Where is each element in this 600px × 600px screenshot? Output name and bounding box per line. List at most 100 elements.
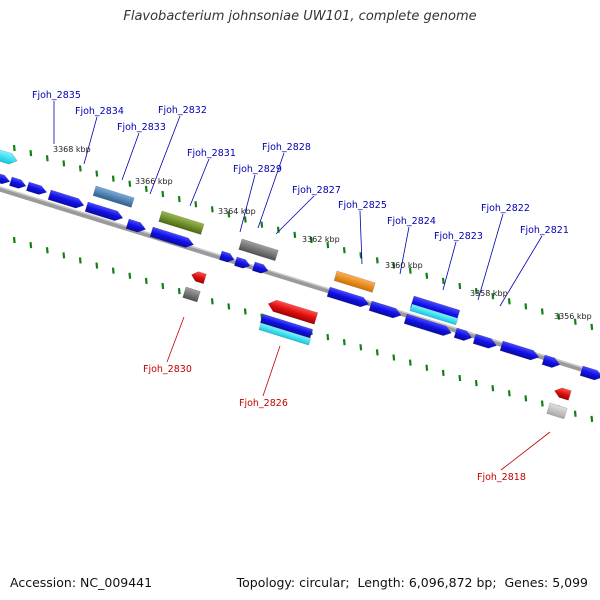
leader-line — [121, 132, 140, 181]
map-title: Flavobacterium johnsoniae UW101, complet… — [123, 9, 477, 24]
upper-scale-tick — [573, 318, 577, 325]
gene-label-forward: Fjoh_2831 — [187, 148, 236, 159]
upper-scale-tick — [540, 308, 544, 315]
lower-scale-tick — [111, 267, 115, 274]
accession-value: NC_009441 — [80, 575, 153, 590]
lower-scale-tick — [441, 369, 445, 376]
reverse-gene-blue — [260, 313, 313, 339]
gene-cyan — [0, 147, 18, 165]
gene-steelblue — [92, 185, 135, 208]
lower-scale-tick — [95, 262, 99, 269]
upper-scale-tick — [326, 241, 330, 249]
upper-scale-tick — [210, 206, 214, 213]
scale-label: 3362 kbp — [302, 235, 340, 244]
gene-label-forward: Fjoh_2835 — [32, 90, 81, 101]
upper-scale-tick — [177, 195, 181, 203]
lower-scale-tick — [392, 354, 396, 361]
lower-scale-tick — [342, 339, 346, 346]
forward-gene-arrow — [499, 340, 540, 361]
topology-value: circular — [299, 575, 346, 590]
gene-label-reverse: Fjoh_2818 — [477, 472, 526, 483]
gene-label-reverse: Fjoh_2826 — [239, 398, 288, 409]
upper-scale-tick — [293, 231, 297, 238]
gene-label-forward: Fjoh_2821 — [520, 225, 569, 236]
accession-footer: Accession: NC_009441 — [10, 575, 152, 590]
gene-label-forward: Fjoh_2834 — [75, 106, 124, 117]
upper-scale-tick — [590, 323, 594, 330]
upper-scale-tick — [78, 165, 82, 172]
upper-scale-tick — [243, 216, 247, 223]
forward-gene-arrow — [26, 181, 48, 195]
lower-scale-tick — [227, 303, 231, 310]
scale-label: 3364 kbp — [218, 207, 256, 216]
upper-scale-tick — [425, 272, 429, 279]
lower-scale-tick — [590, 415, 594, 422]
leader-line — [359, 210, 363, 265]
forward-gene-arrow — [326, 286, 370, 308]
leader-line — [499, 235, 543, 307]
leader-line — [477, 213, 504, 301]
leader-line — [262, 345, 281, 397]
upper-scale-tick — [557, 313, 561, 320]
gene-cyan-band — [409, 303, 459, 326]
forward-gene-arrow — [579, 365, 600, 381]
forward-gene-arrow — [47, 189, 85, 209]
upper-scale-tick — [359, 252, 363, 259]
upper-scale-tick — [161, 190, 165, 198]
label-leader-lines — [53, 101, 551, 471]
forward-gene-arrow — [125, 218, 147, 233]
upper-scale-tick — [144, 185, 148, 192]
lower-scale-tick — [210, 298, 214, 305]
leader-line — [257, 152, 285, 229]
gene-label-forward: Fjoh_2824 — [387, 216, 436, 227]
scale-label: 3358 kbp — [470, 289, 508, 298]
upper-scale-tick — [309, 236, 313, 244]
reverse-gene-red — [267, 299, 319, 325]
gene-label-forward: Fjoh_2833 — [117, 122, 166, 133]
lower-scale-tick — [128, 272, 132, 279]
upper-scale-tick — [458, 282, 462, 290]
reverse-gene-red — [191, 271, 207, 285]
reverse-gene-red — [554, 387, 572, 401]
scale-label: 3366 kbp — [135, 177, 173, 186]
reverse-gene-gray — [182, 286, 201, 303]
gene-gray — [238, 238, 279, 262]
gene-label-reverse: Fjoh_2830 — [143, 364, 192, 375]
lower-scale-tick — [573, 410, 577, 417]
genes-value: 5,099 — [552, 575, 588, 590]
upper-scale-tick — [491, 293, 495, 300]
upper-scale-tick — [62, 160, 66, 167]
lower-scale-tick — [161, 282, 165, 290]
genes-label: Genes: — [504, 575, 549, 590]
upper-scale-tick — [29, 150, 33, 157]
lower-scale-tick — [491, 385, 495, 392]
lower-scale-tick — [29, 242, 33, 249]
forward-gene-arrow — [252, 261, 269, 274]
leader-line — [275, 195, 315, 235]
gene-label-forward: Fjoh_2825 — [338, 200, 387, 211]
gene-label-forward: Fjoh_2829 — [233, 164, 282, 175]
leader-line — [500, 431, 551, 471]
reverse-gene-cyan — [258, 322, 311, 346]
upper-scale-tick — [474, 287, 478, 295]
scale-label: 3360 kbp — [385, 261, 423, 270]
lower-scale-tick — [243, 308, 247, 315]
lower-scale-tick — [78, 257, 82, 264]
gene-features — [0, 147, 600, 420]
lower-scale-tick — [375, 349, 379, 356]
upper-scale-tick — [375, 257, 379, 264]
topology-label: Topology: — [236, 575, 296, 590]
upper-scale-tick — [524, 303, 528, 310]
reverse-gene-lightgray — [546, 402, 568, 420]
leader-line — [149, 115, 181, 195]
gene-orange — [333, 270, 376, 293]
upper-scale-tick — [12, 144, 16, 152]
lower-scale-tick — [62, 252, 66, 259]
gene-label-forward: Fjoh_2832 — [158, 105, 207, 116]
lower-scale-tick — [474, 379, 478, 387]
upper-scale-tick — [441, 277, 445, 284]
upper-scale-tick — [111, 175, 115, 182]
